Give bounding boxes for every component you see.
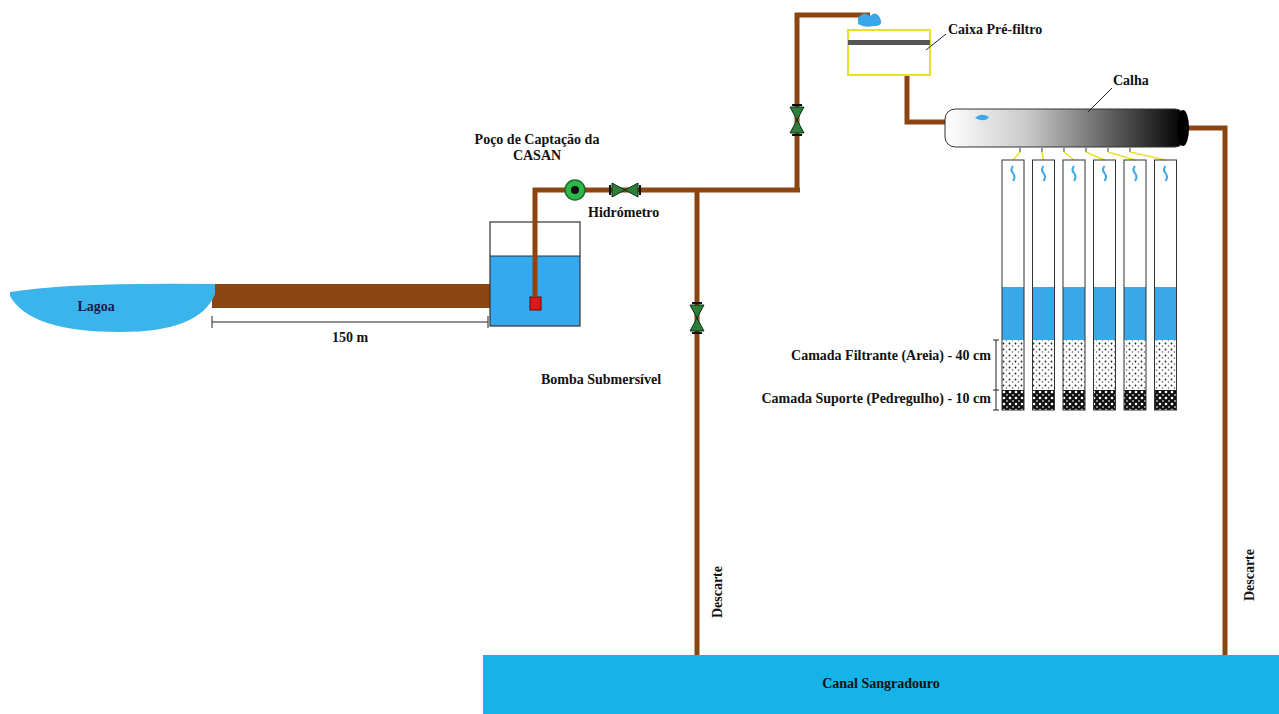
dimension: 150 m [332, 330, 368, 346]
prefilter-label: Caixa Pré-filtro [948, 22, 1042, 38]
canal-band: Canal Sangradouro [483, 655, 1279, 714]
node-label: Lagoa [77, 299, 114, 315]
discharge-label: Descarte [710, 566, 726, 618]
lagoon-shape: Lagoa [10, 282, 215, 332]
node-label: Canal Sangradouro [822, 676, 940, 692]
channel-label: Calha [1113, 73, 1149, 89]
layer-label: Camada Suporte (Pedregulho) - 10 cm [761, 391, 991, 407]
pump-label: Bomba Submersível [541, 372, 661, 388]
well-label: Poço de Captação da CASAN [462, 132, 612, 164]
layer-label: Camada Filtrante (Areia) - 40 cm [791, 348, 991, 364]
meter-label: Hidrómetro [588, 205, 659, 221]
discharge-label: Descarte [1242, 549, 1258, 601]
